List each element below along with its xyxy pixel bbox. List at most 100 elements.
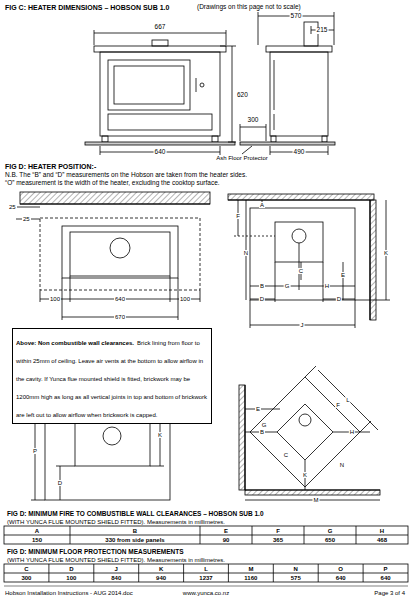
rect-stroke — [212, 136, 218, 142]
line-stroke — [228, 199, 370, 200]
line-stroke — [200, 290, 201, 302]
line-stroke — [100, 146, 101, 155]
label-text: H — [349, 429, 355, 435]
label-text: 1160 — [243, 575, 258, 581]
label-text: (WITH YUNCA FLUE MOUNTED SHIELD FITTED).… — [6, 557, 226, 563]
rect-stroke — [152, 40, 168, 46]
rect-stroke — [245, 490, 380, 495]
rect-stroke — [62, 226, 178, 278]
note-text: Above: Non combustible wall clearances. — [16, 340, 134, 346]
line-stroke — [228, 564, 229, 582]
label-text: 667 — [154, 24, 167, 31]
label-text: 575 — [290, 575, 302, 581]
line-stroke — [40, 290, 41, 302]
line-stroke — [299, 243, 300, 290]
rect-stroke — [370, 200, 376, 320]
label-text: 100 — [179, 296, 191, 302]
line-stroke — [273, 564, 274, 582]
line-stroke — [304, 526, 305, 544]
label-text: L — [345, 397, 350, 403]
label-text: 640 — [114, 296, 126, 302]
line-stroke — [360, 421, 371, 432]
rect-stroke — [94, 46, 226, 52]
label-text: D — [68, 566, 74, 572]
line-stroke — [232, 46, 233, 142]
line-stroke — [356, 526, 357, 544]
label-text: 215 — [316, 27, 329, 34]
label-text: FIG D: MINIMUM FLOOR PROTECTION MEASUREM… — [6, 549, 185, 556]
line-stroke — [94, 30, 95, 45]
line-stroke — [245, 409, 280, 410]
circle-stroke — [200, 83, 204, 87]
label-text: 100 — [49, 296, 61, 302]
label-text: C — [298, 268, 304, 274]
label-text: 650 — [324, 537, 336, 543]
line-stroke — [226, 30, 227, 45]
label-text: N — [293, 566, 299, 572]
label-text: 620 — [236, 92, 249, 99]
label-text: N — [339, 462, 345, 468]
line-stroke — [170, 276, 171, 302]
line-stroke — [305, 366, 316, 377]
label-text: H — [379, 528, 385, 534]
label-text: F — [235, 213, 241, 219]
label-text: J — [300, 322, 305, 328]
rect-stroke — [4, 526, 408, 544]
rect-stroke — [70, 232, 170, 276]
line-stroke — [343, 262, 344, 300]
label-text: Page 3 of 4 — [373, 590, 406, 596]
line-stroke — [16, 207, 40, 208]
line-stroke — [275, 262, 276, 302]
label-text: 25 — [8, 204, 17, 210]
line-stroke — [355, 300, 390, 301]
line-stroke — [274, 114, 275, 130]
line-stroke — [318, 370, 378, 430]
label-text: H — [324, 283, 330, 289]
line-stroke — [138, 564, 139, 582]
rect-stroke — [40, 218, 200, 290]
label-text: 300 — [20, 575, 32, 581]
table-grid — [4, 526, 408, 586]
rect-stroke — [322, 136, 327, 142]
label-text: P — [32, 448, 38, 454]
label-text: K — [158, 566, 164, 572]
rect-stroke — [270, 52, 328, 136]
label-text: 90 — [222, 537, 231, 543]
label-text: G — [284, 283, 291, 289]
label-text: D — [259, 296, 265, 302]
label-text: K — [157, 432, 163, 438]
label-text: O — [337, 566, 344, 572]
rect-stroke — [304, 22, 318, 46]
label-text: 100 — [65, 575, 77, 581]
label-text: G — [261, 422, 268, 428]
circle-stroke — [103, 427, 121, 445]
label-text: G — [327, 528, 334, 534]
label-text: 365 — [272, 537, 284, 543]
rect-stroke — [266, 46, 332, 52]
line-stroke — [220, 146, 221, 155]
label-text: K — [302, 472, 308, 478]
line-stroke — [334, 12, 335, 45]
line-stroke — [20, 203, 210, 204]
label-text: (Drawings on this page not to scale) — [196, 4, 302, 11]
line-stroke — [62, 278, 63, 320]
line-stroke — [250, 300, 251, 328]
rect-stroke — [250, 208, 355, 300]
line-stroke — [328, 146, 329, 155]
label-text: D — [57, 480, 63, 486]
line-stroke — [242, 146, 252, 154]
rect-stroke — [85, 142, 235, 145]
label-text: A — [34, 528, 40, 534]
line-stroke — [258, 12, 259, 45]
line-stroke — [274, 60, 275, 110]
label-text: E — [340, 272, 346, 278]
line-stroke — [240, 127, 266, 128]
line-stroke — [4, 535, 408, 536]
corner-view — [239, 366, 380, 500]
note-text: Brick lining from floor to within 25mm o… — [16, 340, 207, 418]
line-stroke — [266, 124, 267, 141]
line-stroke — [200, 526, 201, 544]
rect-stroke — [20, 192, 210, 204]
